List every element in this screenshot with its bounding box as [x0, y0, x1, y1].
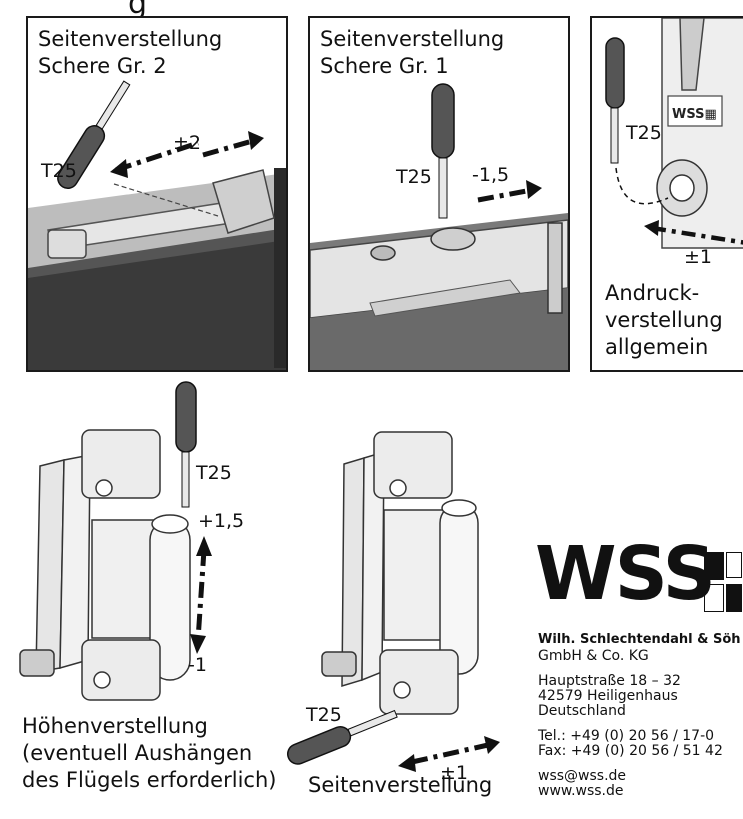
pressure-caption-line3: allgemein: [605, 335, 709, 359]
company-logo-text: WSS: [535, 531, 716, 617]
shear-2-title-line2: Schere Gr. 2: [38, 54, 167, 78]
company-city: 42579 Heiligenhaus: [538, 688, 678, 704]
panel-pressure-adjustment: WSS▦ T25 ±1 Andruck- verstellung allgeme…: [590, 16, 743, 372]
company-logo-mark: [704, 552, 742, 614]
header-fragment: g: [128, 0, 148, 21]
pressure-illustration: WSS▦: [605, 18, 743, 249]
hinge-side-tool-label: T25: [306, 704, 342, 726]
svg-text:WSS▦: WSS▦: [672, 107, 717, 122]
shear-1-value: -1,5: [472, 164, 510, 186]
company-phone: Tel.: +49 (0) 20 56 / 17-0: [538, 728, 715, 744]
pressure-caption-line1: Andruck-: [605, 281, 700, 305]
hinge-height-tool-label: T25: [196, 462, 232, 484]
shear-1-title-line2: Schere Gr. 1: [320, 54, 449, 78]
shear-2-tool-label: T25: [41, 160, 77, 182]
pressure-value: ±1: [684, 246, 713, 268]
panel-shear-size-2: Seitenverstellung Schere Gr. 2 T25 ±2: [26, 16, 288, 372]
shear-2-illustration: [28, 80, 286, 370]
hinge-side-caption: Seitenverstellung: [308, 773, 493, 797]
pressure-caption-line2: verstellung: [605, 308, 723, 332]
shear-1-illustration: [310, 83, 568, 370]
company-name: Wilh. Schlechtendahl & Söh: [538, 632, 741, 647]
company-email-link[interactable]: wss@wss.de: [538, 768, 627, 784]
hinge-height-value-down: -1: [188, 654, 207, 676]
panel-shear-size-1: Seitenverstellung Schere Gr. 1 T25 -1,5: [308, 16, 570, 372]
company-website-link[interactable]: www.wss.de: [538, 783, 624, 799]
shear-2-title-line1: Seitenverstellung: [38, 27, 223, 51]
company-fax: Fax: +49 (0) 20 56 / 51 42: [538, 743, 723, 759]
company-legal-form: GmbH & Co. KG: [538, 648, 649, 664]
hinge-height-caption-line3: des Flügels erforderlich): [22, 768, 277, 792]
hinge-height-caption-line1: Höhenverstellung: [22, 714, 208, 738]
hinge-height-value-up: +1,5: [198, 510, 245, 532]
shear-2-value: ±2: [173, 132, 202, 154]
hinge-height-caption-line2: (eventuell Aushängen: [22, 741, 253, 765]
hinge-side-value: ±1: [440, 762, 469, 784]
company-country: Deutschland: [538, 703, 626, 719]
pressure-tool-label: T25: [626, 122, 662, 144]
shear-1-tool-label: T25: [396, 166, 432, 188]
shear-1-title-line1: Seitenverstellung: [320, 27, 505, 51]
company-street: Hauptstraße 18 – 32: [538, 673, 681, 689]
